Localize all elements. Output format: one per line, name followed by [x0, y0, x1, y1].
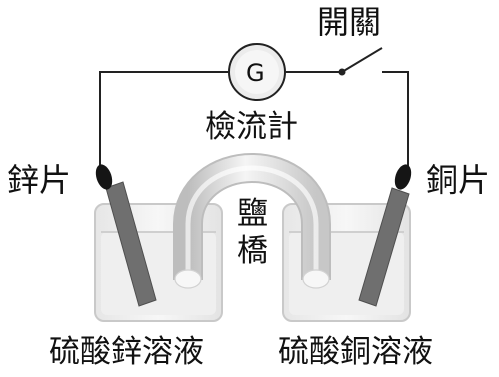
- salt-bridge: [173, 152, 331, 289]
- zinc-plate-label: 鋅片: [7, 161, 72, 199]
- circuit-wires: [99, 47, 409, 172]
- zinc-solution-label: 硫酸鋅溶液: [49, 334, 204, 370]
- copper-plate-label: 銅片: [426, 161, 491, 199]
- zinc-plate: [95, 164, 157, 307]
- galvanometer-symbol: G: [246, 59, 265, 87]
- galvanometer: [228, 43, 286, 101]
- switch-pivot: [338, 68, 346, 76]
- salt-bridge-label-line2: 橋: [237, 233, 268, 269]
- copper-plate: [358, 164, 412, 307]
- left-wire: [99, 71, 228, 172]
- switch-lever: [341, 47, 383, 73]
- copper-solution-label: 硫酸銅溶液: [278, 334, 433, 370]
- galvanometer-label: 檢流計: [205, 109, 298, 145]
- right-wire: [382, 71, 409, 172]
- salt-bridge-label-line1: 鹽: [237, 196, 268, 232]
- switch-label: 開關: [317, 3, 382, 41]
